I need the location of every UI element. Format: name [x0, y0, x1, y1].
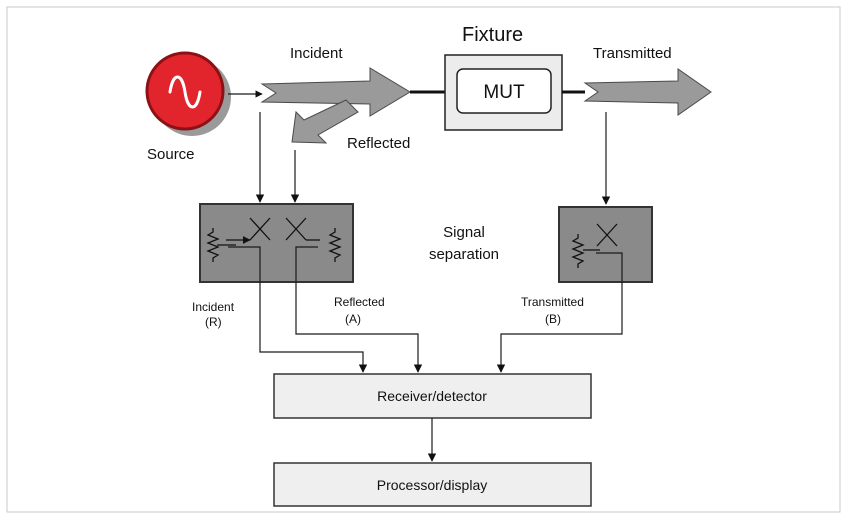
coupler-cross-right-icon — [285, 217, 307, 241]
transmitted-signal-label: Transmitted — [593, 45, 672, 62]
source: Source — [145, 51, 231, 163]
incident-r-wire — [228, 246, 368, 373]
mut-label: MUT — [483, 82, 525, 103]
signal-separation-label-line2: separation — [429, 246, 499, 263]
port-reflected-name: Reflected — [334, 295, 385, 309]
transmitted-arrow — [583, 68, 712, 116]
port-reflected-code: (A) — [345, 312, 361, 326]
incident-signal-label: Incident — [290, 45, 343, 62]
resistor-right-icon — [328, 228, 342, 262]
coupler-cross-left-icon — [249, 217, 271, 241]
port-transmitted-code: (B) — [545, 312, 561, 326]
source-label: Source — [147, 146, 195, 163]
processor-display-label: Processor/display — [377, 477, 488, 493]
resistor-left-icon — [206, 228, 220, 262]
resistor-transmitted-icon — [571, 234, 585, 268]
port-incident-code: (R) — [205, 315, 222, 329]
port-transmitted-name: Transmitted — [521, 295, 584, 309]
coupler-box-left — [199, 203, 354, 283]
receiver-detector-label: Receiver/detector — [377, 388, 487, 404]
processor-display-box — [273, 462, 592, 507]
incident-arrow — [260, 67, 411, 117]
reflected-arrow — [291, 99, 359, 144]
sine-wave-icon — [168, 75, 202, 109]
reflected-a-wire — [295, 246, 423, 373]
fixture-title: Fixture — [462, 24, 523, 46]
coupler-cross-transmitted-icon — [596, 223, 618, 247]
transmission-coupler — [558, 206, 653, 283]
receiver-detector-box — [273, 373, 592, 419]
reflectometer-coupler — [199, 203, 354, 283]
reflected-signal-label: Reflected — [347, 135, 410, 152]
signal-separation-label-line1: Signal — [443, 224, 485, 241]
mut-box — [456, 68, 552, 114]
coupler-box-right — [558, 206, 653, 283]
transmitted-b-wire — [496, 252, 623, 373]
figure-border — [6, 6, 841, 513]
port-incident-name: Incident — [192, 300, 235, 314]
